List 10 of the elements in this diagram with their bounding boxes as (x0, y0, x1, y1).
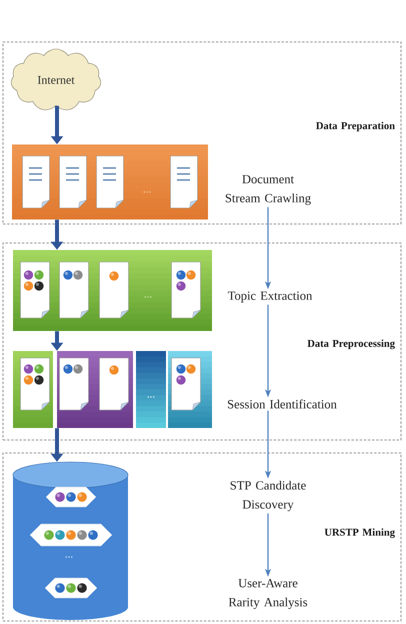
ellipsis: ... (66, 556, 72, 558)
ellipsis: ... (148, 396, 154, 398)
step-label: Document Stream Crawling (226, 175, 311, 205)
ellipsis: ... (144, 191, 150, 193)
step-label: STP Candidate Discovery (230, 480, 306, 512)
step-label: Session Identification (228, 400, 337, 408)
step-label: Topic Extraction (228, 292, 312, 302)
cloud: Internet (10, 48, 102, 110)
ellipsis: ... (144, 296, 152, 298)
step-label: User-Aware Rarity Analysis (228, 579, 308, 609)
